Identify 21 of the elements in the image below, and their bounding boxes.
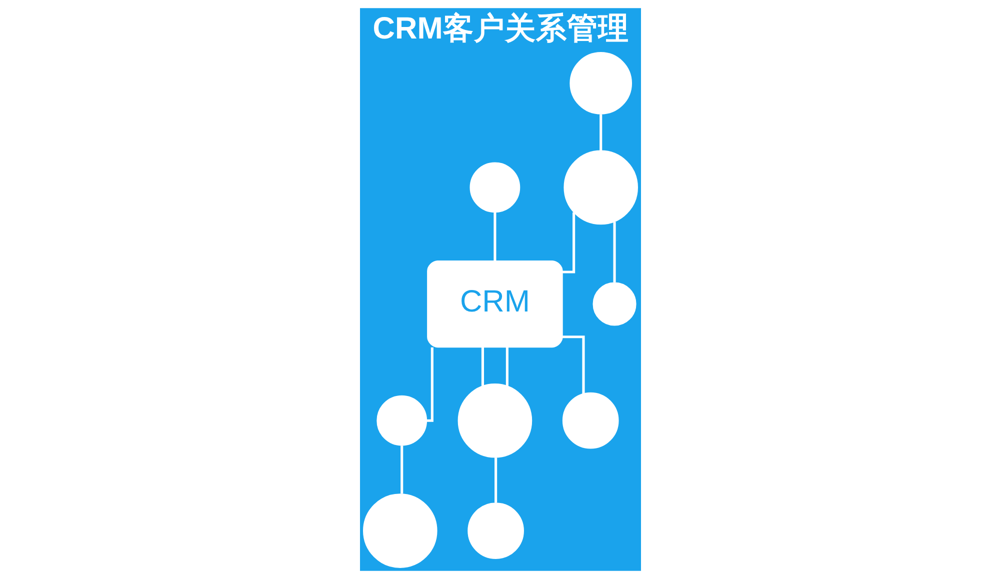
diagram-title: CRM客户关系管理 [372,10,628,46]
connector [494,458,497,503]
node-person [469,162,520,213]
node-box: CRM [426,260,562,348]
node-person [362,494,437,568]
node-person [467,502,524,559]
connector [612,222,616,282]
connector [480,347,484,386]
connector [493,212,496,261]
connector [426,347,433,422]
connector [562,212,575,274]
connector [400,446,403,494]
node-person [569,52,632,114]
connector [562,336,584,394]
connector [599,114,602,150]
node-person [376,395,427,446]
connector [505,347,508,386]
node-person [457,383,532,458]
node-person [562,392,618,449]
node-person [563,150,638,225]
node-person [592,282,636,326]
